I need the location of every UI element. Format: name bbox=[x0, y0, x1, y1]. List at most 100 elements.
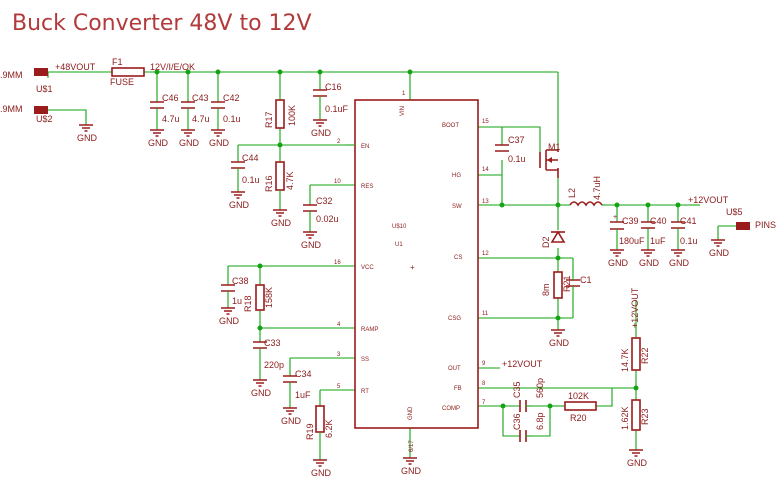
m1-ref: M1 bbox=[548, 142, 561, 152]
resistor-r21: 8m R21 bbox=[541, 271, 572, 299]
ic-pin-num: 15 bbox=[482, 119, 489, 125]
ground-label: GND bbox=[148, 138, 169, 148]
svg-text:U1: U1 bbox=[395, 242, 403, 248]
svg-text:+: + bbox=[613, 214, 617, 221]
diode-d2: D2 bbox=[541, 230, 566, 248]
ground-label: GND bbox=[229, 200, 250, 210]
capacitor-c41: C41 0.1u bbox=[671, 216, 698, 250]
c39-ref: C39 bbox=[622, 216, 639, 226]
c46-ref: C46 bbox=[162, 93, 179, 103]
ic-pin-num: 10 bbox=[334, 179, 341, 185]
c16-ref: C16 bbox=[325, 82, 342, 92]
ic-pin-num: 7 bbox=[482, 400, 486, 406]
capacitor-c33: C33 220p bbox=[253, 338, 284, 380]
ic-pin-name: HG bbox=[452, 173, 461, 179]
connector-u5-pins: PINS bbox=[755, 220, 776, 230]
r23-ref: R23 bbox=[640, 408, 650, 425]
ic-pin-vin-num: 1 bbox=[402, 91, 406, 97]
capacitor-c34: C34 1uF bbox=[283, 369, 312, 408]
ic-pin-num: 9 bbox=[482, 361, 486, 367]
ground-symbols: GND GND GND GND GND GND GND GND GND GND GND GND GND G… bbox=[77, 119, 730, 478]
ic-right-pins: 15 BOOT 14 HG 13 SW 12 CS 11 CSG 9 OUT 8… bbox=[442, 119, 489, 412]
capacitor-c46: C46 4.7u bbox=[150, 93, 180, 130]
capacitor-c1: C1 bbox=[566, 272, 592, 298]
l2-ref: L2 bbox=[567, 188, 577, 198]
ground-label: GND bbox=[301, 240, 322, 250]
ground-icon bbox=[313, 459, 327, 467]
c33-val: 220p bbox=[264, 360, 284, 370]
connector-u1: .9MM U$1 +48VOUT bbox=[0, 62, 96, 94]
r21-ref: R21 bbox=[562, 275, 572, 292]
ic-left-pins: 2 EN 10 RES 16 VCC 4 RAMP 3 SS 5 RT bbox=[334, 139, 378, 395]
c37-val: 0.1u bbox=[508, 154, 526, 164]
capacitor-c37: C37 0.1u bbox=[495, 135, 526, 164]
capacitor-c36: C36 6.8p bbox=[512, 412, 545, 442]
r18-val: 158K bbox=[264, 287, 274, 308]
ic-pin-num: 11 bbox=[482, 311, 489, 317]
ic-pin-name: COMP bbox=[442, 406, 460, 412]
ic-pin-name: VCC bbox=[361, 265, 374, 271]
ic-pin-num: 12 bbox=[482, 251, 489, 257]
ground-icon bbox=[313, 119, 327, 127]
capacitor-c39: + C39 180uF bbox=[610, 214, 645, 250]
connector-u2-name: U$2 bbox=[36, 114, 53, 124]
capacitor-c35: C35 560p bbox=[512, 378, 545, 412]
ground-label: GND bbox=[311, 468, 332, 478]
r19-val: 6.2K bbox=[324, 419, 334, 438]
connector-u5: U$5 PINS bbox=[726, 207, 776, 230]
ic-pin-name: RAMP bbox=[361, 327, 378, 333]
c43-val: 4.7u bbox=[192, 114, 210, 124]
ic-pin-name: CS bbox=[454, 255, 462, 261]
ic-pin-name: EN bbox=[361, 144, 369, 150]
ground-icon bbox=[711, 239, 725, 247]
c36-ref: C36 bbox=[512, 413, 522, 430]
c41-ref: C41 bbox=[680, 216, 697, 226]
ground-label: GND bbox=[209, 138, 230, 148]
ground-label: GND bbox=[219, 316, 240, 326]
capacitor-c38: C38 1u bbox=[221, 276, 249, 308]
ic-pin-vin-name: VIN bbox=[400, 106, 406, 116]
c40-ref: C40 bbox=[650, 216, 667, 226]
r16-val: 4.7K bbox=[285, 171, 295, 190]
ground-label: GND bbox=[669, 258, 690, 268]
ground-icon bbox=[403, 457, 417, 465]
ic-pin-num: 16 bbox=[334, 260, 341, 266]
c34-ref: C34 bbox=[295, 369, 312, 379]
connector-u2-size: .9MM bbox=[0, 104, 23, 114]
fuse-f1: F1 FUSE 12V/I/E/OK bbox=[110, 57, 195, 87]
ground-label: GND bbox=[401, 466, 422, 476]
ic-pin-gnd-name: GND bbox=[408, 406, 414, 420]
ground-icon bbox=[629, 449, 643, 457]
buck-controller-ic: VIN 1 GND 6/17 U$10 U1 + bbox=[354, 91, 479, 452]
ground-label: GND bbox=[639, 258, 660, 268]
c42-ref: C42 bbox=[223, 93, 240, 103]
c36-val: 6.8p bbox=[535, 412, 545, 430]
ic-pin-num: 8 bbox=[482, 381, 486, 387]
resistor-r16: R16 4.7K bbox=[264, 161, 295, 210]
ic-pin-num: 13 bbox=[482, 199, 489, 205]
c34-val: 1uF bbox=[295, 390, 311, 400]
capacitor-c44: C44 0.1u bbox=[231, 153, 260, 192]
c32-val: 0.02u bbox=[316, 214, 339, 224]
ground-label: GND bbox=[251, 388, 272, 398]
ground-label: GND bbox=[709, 248, 730, 258]
connector-u1-size: .9MM bbox=[0, 70, 23, 80]
ic-pin-num: 4 bbox=[337, 322, 341, 328]
c44-val: 0.1u bbox=[242, 175, 260, 185]
ic-pin-num: 5 bbox=[337, 384, 341, 390]
ground-label: GND bbox=[77, 133, 98, 143]
c41-val: 0.1u bbox=[680, 236, 698, 246]
c37-ref: C37 bbox=[508, 135, 525, 145]
r22-ref: R22 bbox=[640, 347, 650, 364]
svg-text:+: + bbox=[410, 263, 415, 272]
connector-u1-name: U$1 bbox=[36, 84, 53, 94]
net-label-vout-fb: +12VOUT bbox=[502, 359, 543, 369]
fuse-value: FUSE bbox=[110, 77, 134, 87]
r20-ref: R20 bbox=[570, 413, 587, 423]
fuse-ref: F1 bbox=[112, 57, 123, 67]
c32-ref: C32 bbox=[316, 196, 333, 206]
r17-ref: R17 bbox=[264, 111, 274, 128]
ground-icon bbox=[551, 329, 565, 337]
ground-label: GND bbox=[608, 258, 629, 268]
